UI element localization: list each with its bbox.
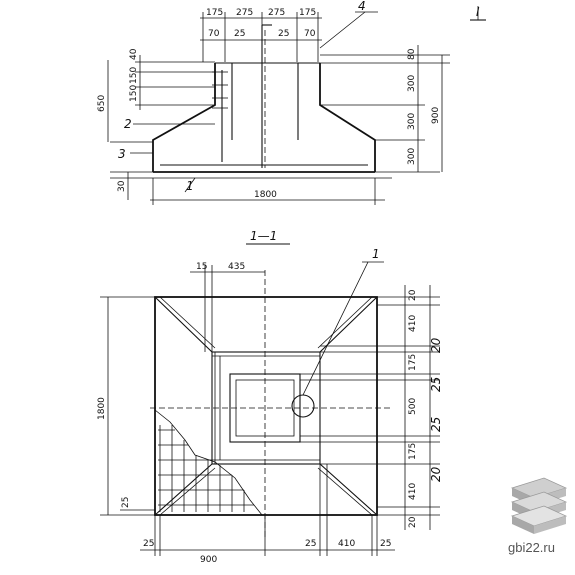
plan-right-small-20a: 20 <box>429 337 443 353</box>
callout-3: 3 <box>118 147 126 161</box>
plan-callout-1: 1 <box>372 247 380 261</box>
elevation-width-dim: 1800 <box>254 190 277 200</box>
plan-right-dim-410b: 410 <box>408 483 418 500</box>
plan-left-small-25: 25 <box>121 497 131 508</box>
plan-bottom-dim-25b: 25 <box>305 539 316 549</box>
plan-bottom-dim-25c: 25 <box>380 539 391 549</box>
elevation-view <box>107 6 486 205</box>
elevation-right-dim-300b: 300 <box>407 113 417 130</box>
elevation-top-dim-3: 275 <box>268 8 285 18</box>
plan-right-small-25a: 25 <box>429 377 443 392</box>
plan-bottom-dim-900: 900 <box>200 555 217 565</box>
elevation-left-dim-40: 40 <box>129 48 139 60</box>
plan-bottom-dim-410: 410 <box>338 539 355 549</box>
elevation-sub-dim-1: 70 <box>208 29 220 39</box>
elevation-sub-dim-3: 25 <box>278 29 289 39</box>
plan-right-dim-20a: 20 <box>408 289 418 301</box>
plan-right-dim-500: 500 <box>408 398 418 415</box>
elevation-top-dim-2: 275 <box>236 8 253 18</box>
elevation-left-dim-150b: 150 <box>129 85 139 102</box>
watermark-text: gbi22.ru <box>508 540 555 555</box>
plan-top-dim-15: 15 <box>196 262 207 272</box>
elevation-bottom-offset: 30 <box>117 180 127 192</box>
elevation-top-dim-1: 175 <box>206 8 223 18</box>
plan-right-dim-410a: 410 <box>408 315 418 332</box>
elevation-sub-dim-4: 70 <box>304 29 316 39</box>
detail-callout-circle <box>291 394 315 418</box>
elevation-left-dim-150a: 150 <box>129 67 139 84</box>
plan-right-dim-175b: 175 <box>408 443 418 460</box>
elevation-left-dim-650: 650 <box>97 95 107 112</box>
plan-bottom-dim-25a: 25 <box>143 539 154 549</box>
callout-2: 2 <box>124 117 132 131</box>
plan-view <box>100 261 440 556</box>
elevation-right-dim-80: 80 <box>407 48 417 60</box>
elevation-right-total: 900 <box>431 107 441 124</box>
watermark-logo-icon <box>510 477 568 534</box>
callout-4: 4 <box>358 0 366 13</box>
plan-left-dim-1800: 1800 <box>97 397 107 420</box>
plan-top-dim-435: 435 <box>228 262 245 272</box>
plan-right-dim-20b: 20 <box>408 516 418 528</box>
plan-right-small-25b: 25 <box>429 417 443 432</box>
callout-1: 1 <box>186 179 194 193</box>
plan-right-small-20b: 20 <box>429 466 443 482</box>
section-title: 1—1 <box>250 229 277 243</box>
plan-right-dim-175a: 175 <box>408 354 418 371</box>
section-marker: I <box>476 5 480 19</box>
elevation-sub-dim-2: 25 <box>234 29 245 39</box>
elevation-top-dim-4: 175 <box>299 8 316 18</box>
elevation-right-dim-300a: 300 <box>407 75 417 92</box>
elevation-right-dim-300c: 300 <box>407 148 417 165</box>
